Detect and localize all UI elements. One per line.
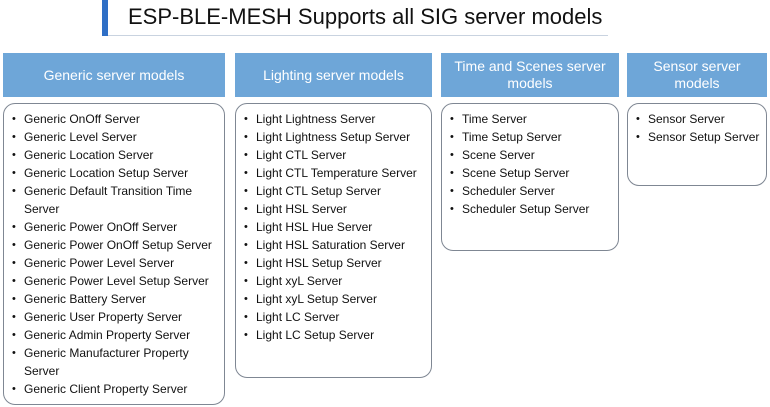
generic-models-header-label: Generic server models — [43, 66, 185, 83]
page-title: ESP-BLE-MESH Supports all SIG server mod… — [128, 4, 603, 29]
sensor-models-list: Sensor Server Sensor Setup Server — [634, 110, 760, 146]
generic-models-header: Generic server models — [3, 53, 225, 97]
list-item: Generic Level Server — [10, 128, 218, 146]
time-scenes-models-list: Time Server Time Setup Server Scene Serv… — [448, 110, 612, 218]
list-item: Generic Manufacturer Property Server — [10, 344, 218, 380]
list-item: Light HSL Hue Server — [242, 218, 425, 236]
list-item: Light LC Server — [242, 308, 425, 326]
list-item: Sensor Setup Server — [634, 128, 760, 146]
list-item: Light HSL Saturation Server — [242, 236, 425, 254]
title-accent-bar — [102, 0, 108, 36]
lighting-models-header-label: Lighting server models — [263, 66, 404, 83]
list-item: Sensor Server — [634, 110, 760, 128]
list-item: Generic Admin Property Server — [10, 326, 218, 344]
list-item: Light HSL Setup Server — [242, 254, 425, 272]
list-item: Light CTL Temperature Server — [242, 164, 425, 182]
list-item: Light CTL Server — [242, 146, 425, 164]
list-item: Light xyL Server — [242, 272, 425, 290]
list-item: Generic Location Server — [10, 146, 218, 164]
list-item: Generic Client Property Server — [10, 380, 218, 398]
sensor-models-box: Sensor Server Sensor Setup Server — [627, 103, 767, 186]
list-item: Generic Location Setup Server — [10, 164, 218, 182]
list-item: Light xyL Setup Server — [242, 290, 425, 308]
time-scenes-models-header-label: Time and Scenes server models — [454, 58, 606, 91]
list-item: Scene Setup Server — [448, 164, 612, 182]
list-item: Generic OnOff Server — [10, 110, 218, 128]
list-item: Light LC Setup Server — [242, 326, 425, 344]
list-item: Time Setup Server — [448, 128, 612, 146]
sensor-models-header: Sensor server models — [627, 53, 767, 97]
list-item: Light Lightness Setup Server — [242, 128, 425, 146]
list-item: Generic Default Transition Time Server — [10, 182, 218, 218]
generic-models-box: Generic OnOff Server Generic Level Serve… — [3, 103, 225, 405]
list-item: Light CTL Setup Server — [242, 182, 425, 200]
list-item: Light Lightness Server — [242, 110, 425, 128]
lighting-models-box: Light Lightness Server Light Lightness S… — [235, 103, 432, 378]
list-item: Light HSL Server — [242, 200, 425, 218]
time-scenes-models-header: Time and Scenes server models — [441, 53, 619, 97]
list-item: Scheduler Setup Server — [448, 200, 612, 218]
list-item: Generic Power OnOff Setup Server — [10, 236, 218, 254]
list-item: Scene Server — [448, 146, 612, 164]
generic-models-list: Generic OnOff Server Generic Level Serve… — [10, 110, 218, 398]
list-item: Generic Power Level Setup Server — [10, 272, 218, 290]
lighting-models-header: Lighting server models — [235, 53, 432, 97]
list-item: Generic Power OnOff Server — [10, 218, 218, 236]
title-underline — [108, 35, 608, 36]
list-item: Generic Power Level Server — [10, 254, 218, 272]
list-item: Generic User Property Server — [10, 308, 218, 326]
list-item: Time Server — [448, 110, 612, 128]
time-scenes-models-box: Time Server Time Setup Server Scene Serv… — [441, 103, 619, 251]
lighting-models-list: Light Lightness Server Light Lightness S… — [242, 110, 425, 344]
list-item: Generic Battery Server — [10, 290, 218, 308]
list-item: Scheduler Server — [448, 182, 612, 200]
sensor-models-header-label: Sensor server models — [653, 58, 741, 91]
